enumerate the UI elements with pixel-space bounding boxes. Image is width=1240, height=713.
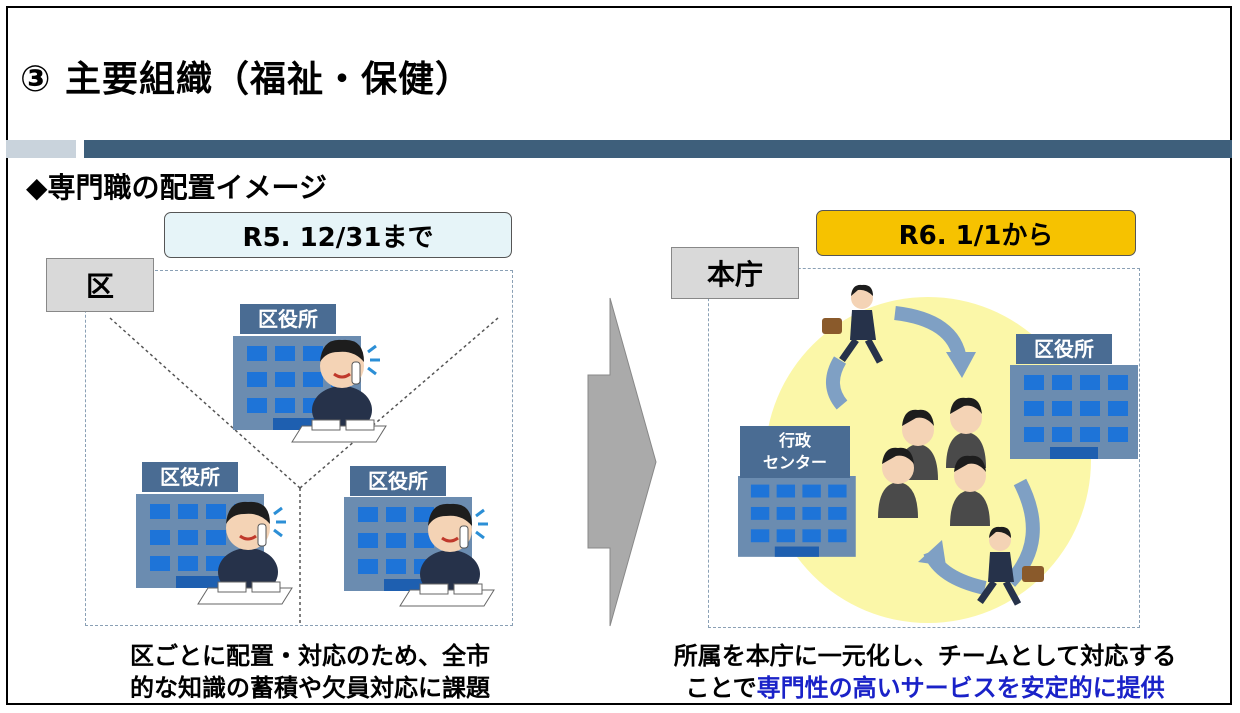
after-caption-highlight: 専門性の高いサービスを安定的に提供 <box>756 674 1165 702</box>
ward-office-label-right: 区役所 <box>368 469 428 493</box>
header-bar-accent <box>6 140 76 158</box>
header-bar <box>84 140 1232 158</box>
ward-label: 区 <box>46 258 154 312</box>
period-after-label: R6. 1/1から <box>816 210 1136 256</box>
ward-office-label-headoffice: 区役所 <box>1034 337 1094 361</box>
after-caption-line2: ことで専門性の高いサービスを安定的に提供 <box>620 672 1230 704</box>
after-caption: 所属を本庁に一元化し、チームとして対応する ことで専門性の高いサービスを安定的に… <box>620 640 1230 704</box>
admin-center-label: 行政 センター <box>740 426 850 478</box>
before-caption: 区ごとに配置・対応のため、全市 的な知識の蓄積や欠員対応に課題 <box>80 640 540 704</box>
slide-frame <box>6 6 1232 705</box>
before-caption-line2: 的な知識の蓄積や欠員対応に課題 <box>130 674 490 702</box>
section-subtitle: ◆専門職の配置イメージ <box>26 171 327 204</box>
ward-office-label-top: 区役所 <box>258 307 318 331</box>
slide-title: ③ 主要組織（福祉・保健） <box>20 59 473 100</box>
admin-center-label-line2: センター <box>762 453 827 472</box>
after-caption-plain: ことで <box>685 674 757 702</box>
after-caption-line1: 所属を本庁に一元化し、チームとして対応する <box>673 642 1177 670</box>
head-office-label: 本庁 <box>671 247 799 299</box>
ward-area <box>85 270 513 626</box>
head-office-area <box>708 268 1140 628</box>
ward-office-label-left: 区役所 <box>160 465 220 489</box>
admin-center-label-line1: 行政 <box>778 431 811 450</box>
before-caption-line1: 区ごとに配置・対応のため、全市 <box>130 642 490 670</box>
period-before-label: R5. 12/31まで <box>164 212 512 258</box>
